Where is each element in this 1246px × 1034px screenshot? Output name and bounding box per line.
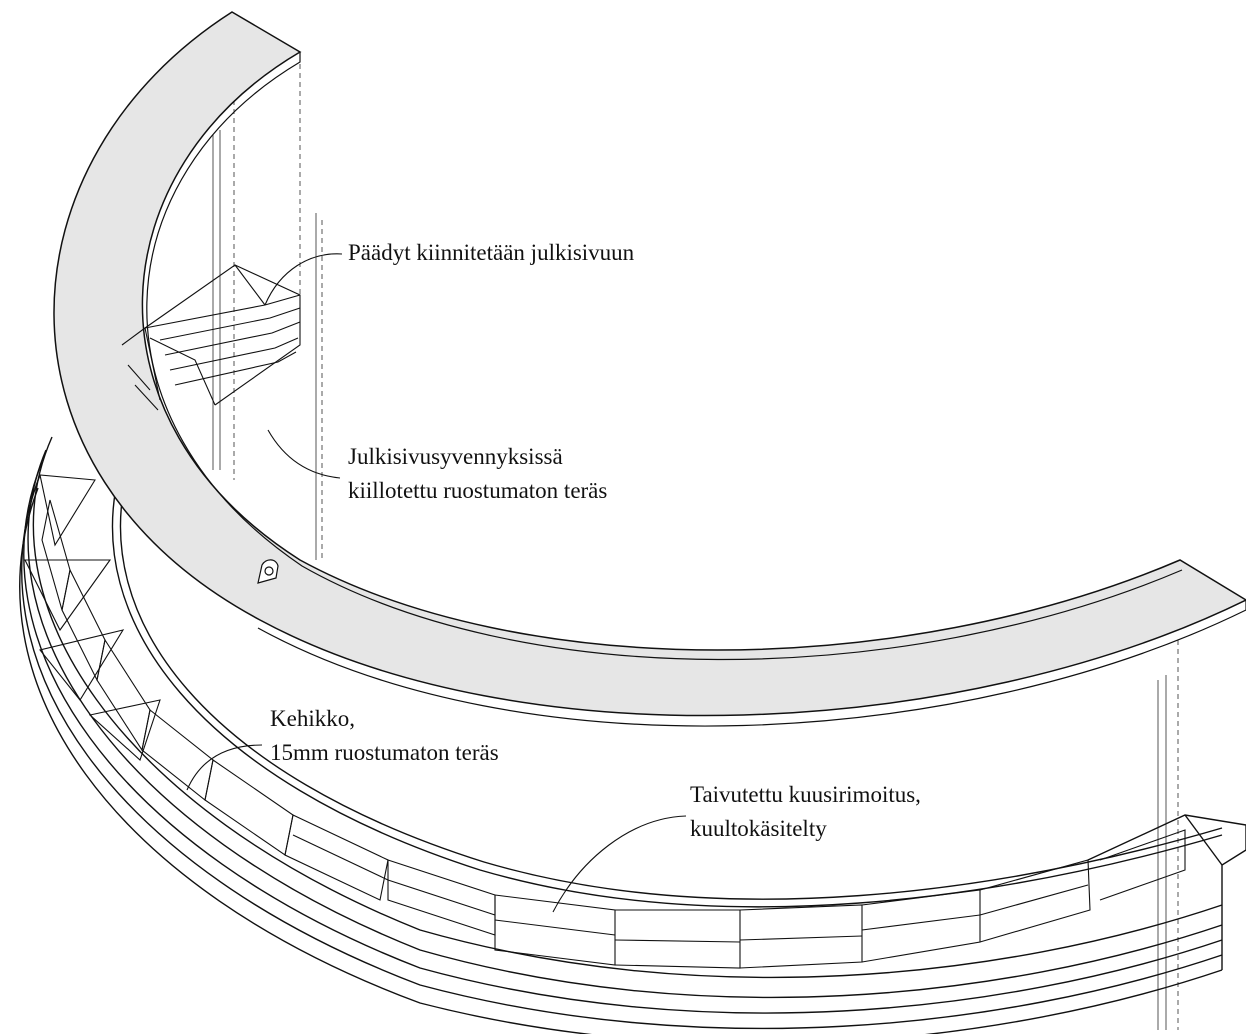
annotation-line: Taivutettu kuusirimoitus, [690, 782, 921, 807]
annotation-line: 15mm ruostumaton teräs [270, 740, 499, 765]
facade-reference-lines [212, 55, 1179, 1030]
frame-ribs [24, 474, 1186, 969]
annotation-cladding: Taivutettu kuusirimoitus, kuultokäsitelt… [690, 778, 921, 846]
lower-ring [19, 436, 1246, 1034]
end-box [121, 264, 301, 411]
annotation-frame: Kehikko, 15mm ruostumaton teräs [270, 702, 499, 770]
annotation-line: Julkisivusyvennyksissä [348, 444, 563, 469]
fixing-bracket-icon [257, 559, 279, 584]
annotation-line: Kehikko, [270, 706, 355, 731]
annotation-facade-recess: Julkisivusyvennyksissä kiillotettu ruost… [348, 440, 607, 508]
annotation-ends-attached-to-facade: Päädyt kiinnitetään julkisivuun [348, 236, 634, 270]
leader-lines [186, 253, 687, 913]
upper-band [53, 11, 1246, 727]
annotation-line: kiillotettu ruostumaton teräs [348, 478, 608, 503]
annotation-line: kuultokäsitelty [690, 816, 827, 841]
annotation-line: Päädyt kiinnitetään julkisivuun [348, 240, 635, 265]
